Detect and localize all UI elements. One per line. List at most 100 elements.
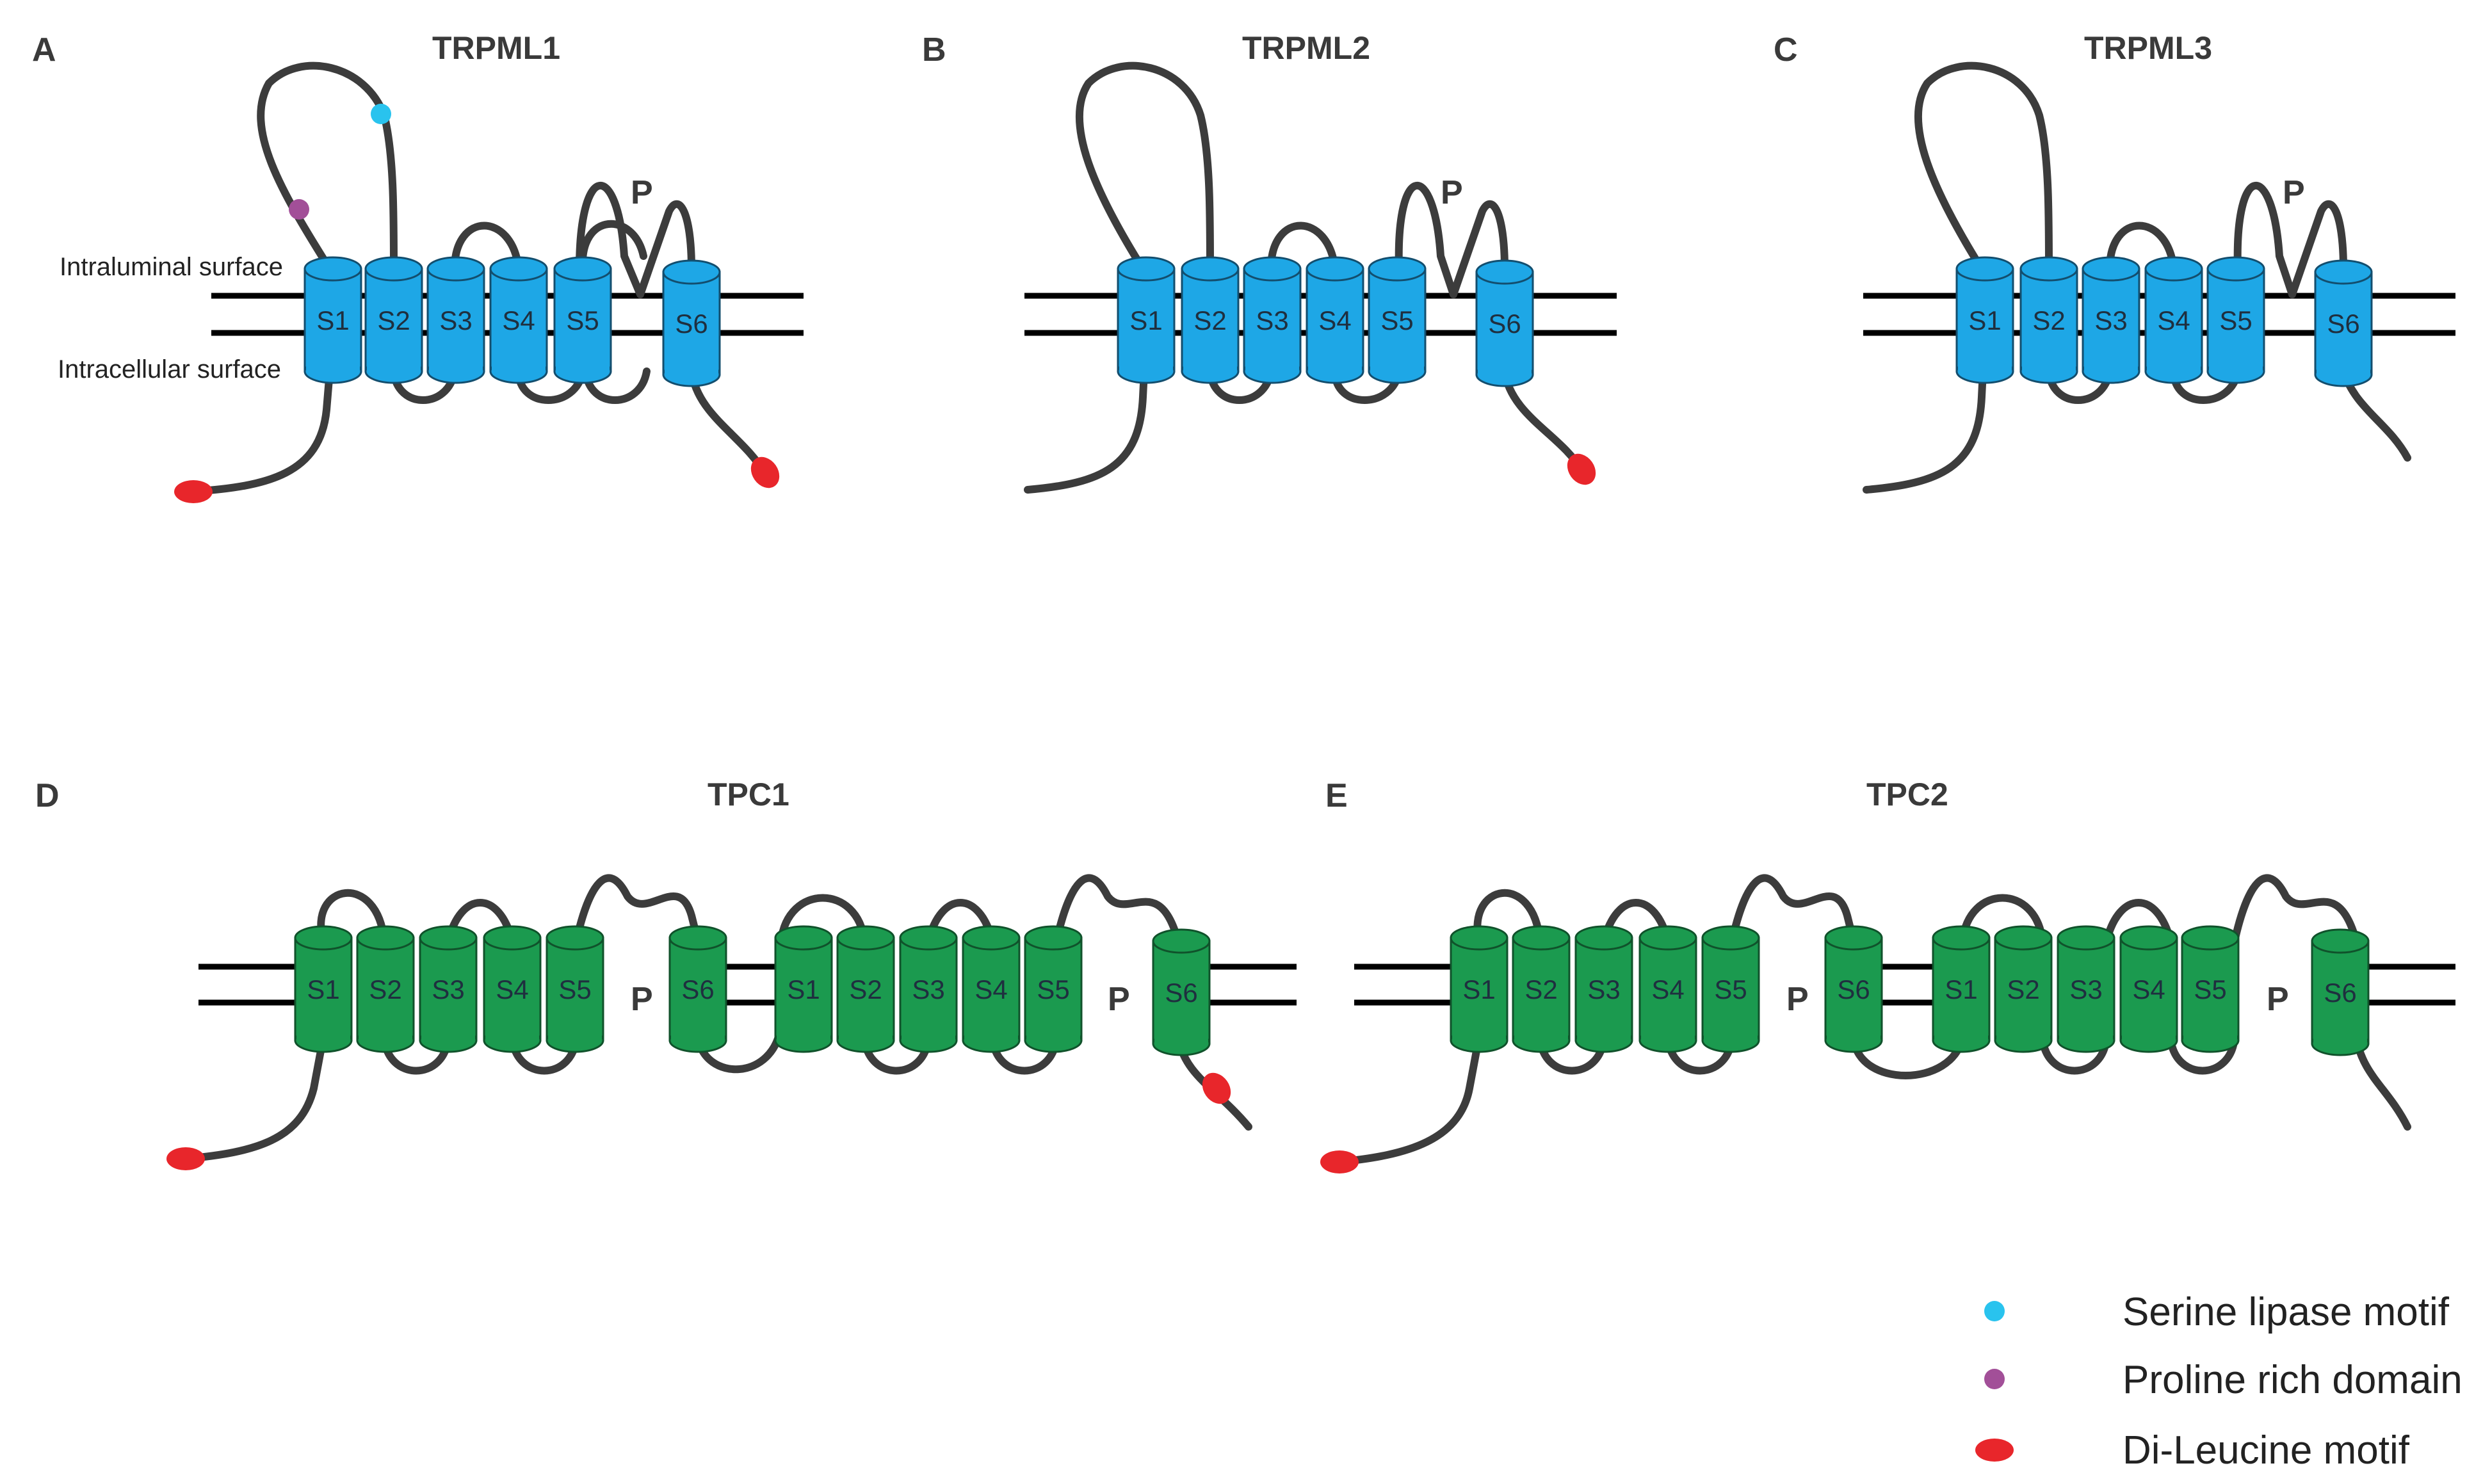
svg-text:S4: S4	[496, 974, 528, 1004]
svg-text:S3: S3	[912, 974, 944, 1004]
svg-text:S3: S3	[1256, 305, 1288, 335]
pore-label: P	[1108, 981, 1130, 1018]
helix-s6: S6	[1475, 259, 1534, 387]
helix-s2: S2	[836, 925, 895, 1053]
helix-s6: S6	[1824, 925, 1883, 1053]
proline-rich-domain-marker	[289, 199, 309, 220]
di-leucine-motif-marker	[1567, 453, 1596, 485]
helix-s3: S3	[1574, 925, 1633, 1053]
pore-label: P	[2267, 981, 2289, 1018]
intracellular-surface-label: Intracellular surface	[58, 355, 281, 383]
svg-text:S6: S6	[1165, 978, 1197, 1008]
helix-s2: S2	[1181, 256, 1240, 384]
helix-s2: S2	[1512, 925, 1571, 1053]
panel-a: A TRPML1 Intraluminal surface Intracellu…	[32, 30, 804, 503]
helix-s3: S3	[2057, 925, 2115, 1053]
svg-text:S4: S4	[975, 974, 1007, 1004]
helix-s5: S5	[546, 925, 604, 1053]
svg-text:S5: S5	[2219, 305, 2252, 335]
panel-b: B TRPML2 S1 S2 S3 S4 S5 S6 P	[922, 30, 1617, 494]
svg-text:S5: S5	[1037, 974, 1069, 1004]
svg-text:S2: S2	[1193, 305, 1226, 335]
svg-text:S1: S1	[1462, 974, 1495, 1004]
helix-s6: S6	[668, 925, 727, 1053]
helix-s2: S2	[1994, 925, 2053, 1053]
svg-text:S3: S3	[439, 305, 472, 335]
panel-letter-d: D	[35, 777, 60, 814]
panel-title-trpml2: TRPML2	[1242, 30, 1370, 66]
pore-label: P	[1786, 981, 1809, 1018]
di-leucine-motif-marker	[174, 480, 213, 503]
svg-text:S6: S6	[675, 309, 708, 339]
polypeptide-chain	[1863, 61, 2411, 494]
helix-s1: S1	[1450, 925, 1508, 1053]
di-leucine-motif-marker	[750, 456, 780, 488]
svg-text:S1: S1	[307, 974, 339, 1004]
svg-text:S5: S5	[566, 305, 599, 335]
helix-s1: S1	[1117, 256, 1176, 384]
panel-title-trpml3: TRPML3	[2084, 30, 2212, 66]
helix-s3: S3	[2082, 256, 2140, 384]
helix-s1: S1	[294, 925, 353, 1053]
polypeptide-chain	[1024, 61, 1585, 494]
helix-s3: S3	[899, 925, 958, 1053]
panel-title-tpc1: TPC1	[708, 777, 789, 812]
panel-letter-c: C	[1774, 31, 1798, 69]
helix-s4: S4	[1306, 256, 1364, 384]
svg-text:S4: S4	[1651, 974, 1684, 1004]
polypeptide-chain	[188, 61, 769, 496]
helix-s2: S2	[364, 256, 423, 384]
di-leucine-motif-marker	[166, 1147, 205, 1170]
proline-rich-swatch	[1984, 1369, 2005, 1389]
pore-label: P	[631, 174, 653, 211]
helix-s1: S1	[774, 925, 833, 1053]
svg-text:S4: S4	[1318, 305, 1351, 335]
panel-c: C TRPML3 S1 S2 S3 S4 S5 S6 P	[1774, 30, 2455, 494]
helix-s1: S1	[303, 256, 362, 384]
pore-label: P	[2283, 174, 2305, 211]
serine-lipase-swatch	[1984, 1301, 2005, 1321]
legend-label: Di-Leucine motif	[2123, 1428, 2410, 1472]
svg-text:S5: S5	[558, 974, 591, 1004]
di-leucine-swatch	[1975, 1439, 2014, 1462]
panel-d: D TPC1 S1 S2 S3 S4 S5 S6 S1 S2 S3 S4 S5 …	[35, 777, 1297, 1170]
svg-text:S6: S6	[1488, 309, 1521, 339]
svg-text:S1: S1	[787, 974, 820, 1004]
helix-s4: S4	[489, 256, 548, 384]
helix-s2: S2	[2019, 256, 2078, 384]
svg-text:S2: S2	[849, 974, 882, 1004]
legend: Serine lipase motif Proline rich domain …	[1975, 1290, 2463, 1472]
helix-s5: S5	[1701, 925, 1760, 1053]
svg-text:S3: S3	[2069, 974, 2102, 1004]
helix-s1: S1	[1932, 925, 1991, 1053]
helix-s5: S5	[2206, 256, 2265, 384]
helix-s5: S5	[1368, 256, 1427, 384]
helix-s2: S2	[356, 925, 415, 1053]
helix-s5: S5	[1024, 925, 1083, 1053]
pore-label: P	[1441, 174, 1463, 211]
panel-title-tpc2: TPC2	[1866, 777, 1948, 812]
svg-text:S6: S6	[681, 974, 714, 1004]
legend-label: Proline rich domain	[2123, 1358, 2463, 1402]
svg-text:S2: S2	[377, 305, 410, 335]
helix-s6: S6	[2314, 259, 2373, 387]
legend-item-serine-lipase: Serine lipase motif	[1984, 1290, 2450, 1334]
panel-e: E TPC2 S1 S2 S3 S4 S5 S6 S1 S2 S3 S4 S5 …	[1320, 777, 2455, 1173]
svg-text:S1: S1	[1968, 305, 2001, 335]
helix-s1: S1	[1955, 256, 2014, 384]
svg-text:S4: S4	[2157, 305, 2190, 335]
panel-letter-a: A	[32, 31, 56, 69]
panel-letter-e: E	[1325, 777, 1348, 814]
svg-text:S5: S5	[1380, 305, 1413, 335]
svg-text:S4: S4	[2132, 974, 2165, 1004]
svg-text:S5: S5	[2194, 974, 2226, 1004]
panel-title-trpml1: TRPML1	[432, 30, 560, 66]
legend-item-di-leucine: Di-Leucine motif	[1975, 1428, 2410, 1472]
svg-text:S2: S2	[2032, 305, 2065, 335]
helix-s4: S4	[483, 925, 542, 1053]
svg-text:S6: S6	[2327, 309, 2359, 339]
di-leucine-motif-marker	[1320, 1150, 1359, 1173]
svg-text:S1: S1	[316, 305, 349, 335]
helix-s3: S3	[1243, 256, 1302, 384]
